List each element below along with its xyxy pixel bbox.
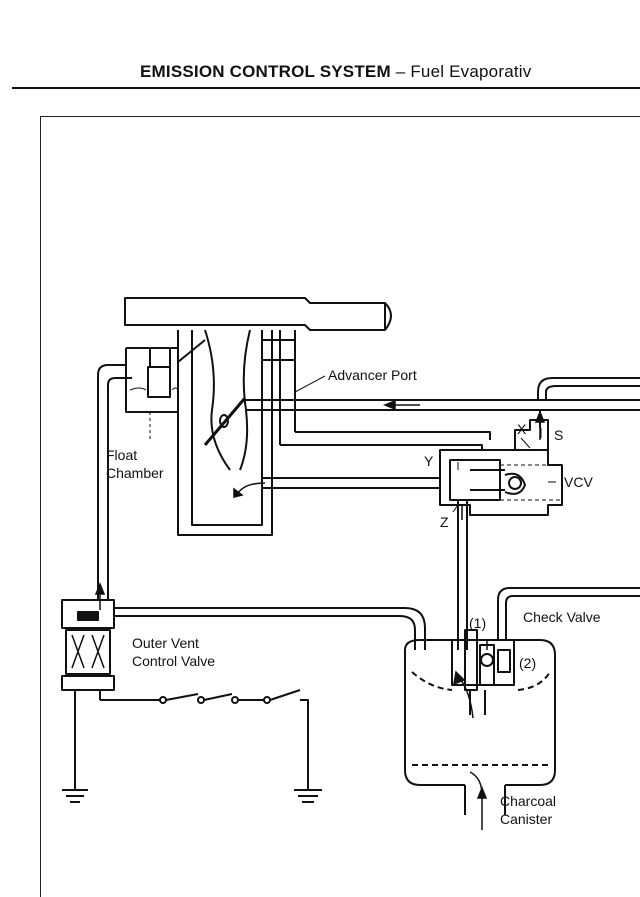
page-header: EMISSION CONTROL SYSTEM – Fuel Evaporati…: [140, 62, 531, 82]
vent-line-left: [97, 364, 132, 600]
arrow-carb-icon: [233, 482, 266, 498]
flow-arrows: [94, 399, 546, 830]
bowl-vent-line: [262, 477, 440, 489]
leader-lines: [294, 375, 556, 513]
emission-diagram: Advancer Port Float Chamber X S Y VCV Z …: [61, 297, 640, 830]
arrow-outer-vent-icon: [94, 581, 106, 610]
arrow-canister-in-icon: [469, 771, 488, 830]
check-valve: [451, 629, 515, 715]
arrow-advancer-icon: [382, 399, 420, 411]
ground-circuit: [62, 689, 322, 803]
section-subtitle: Fuel Evaporativ: [410, 62, 532, 81]
section-title: EMISSION CONTROL SYSTEM: [140, 62, 391, 81]
label-float: Float: [106, 447, 137, 463]
air-cleaner: [124, 297, 392, 331]
arrow-vcv-in-icon: [534, 409, 546, 440]
figure-frame: [40, 116, 640, 897]
label-mark-1: (1): [469, 615, 486, 631]
label-canister: Canister: [500, 811, 552, 827]
vent-line-to-canister: [114, 607, 426, 650]
advancer-line: [245, 377, 640, 450]
label-charcoal: Charcoal: [500, 793, 556, 809]
outer-vent-control-valve: [61, 599, 115, 790]
label-mark-2: (2): [519, 655, 536, 671]
label-chamber: Chamber: [106, 465, 164, 481]
header-rule: [12, 87, 640, 89]
label-check-valve: Check Valve: [523, 609, 601, 625]
label-control-valve: Control Valve: [132, 653, 215, 669]
purge-line: [497, 587, 640, 640]
label-port-y: Y: [424, 453, 434, 469]
label-outer-vent: Outer Vent: [132, 635, 199, 651]
arrow-canister-out-icon: [453, 670, 474, 719]
charcoal-canister: [404, 639, 556, 815]
header-dash: –: [395, 62, 406, 81]
label-port-z: Z: [440, 514, 449, 530]
carburetor: [177, 329, 296, 536]
label-advancer-port: Advancer Port: [328, 367, 417, 383]
label-port-s: S: [554, 427, 563, 443]
label-vcv: VCV: [564, 474, 593, 490]
label-port-x: X: [517, 421, 527, 437]
vcv-to-check-valve: [457, 500, 468, 650]
float-chamber: [125, 339, 206, 440]
